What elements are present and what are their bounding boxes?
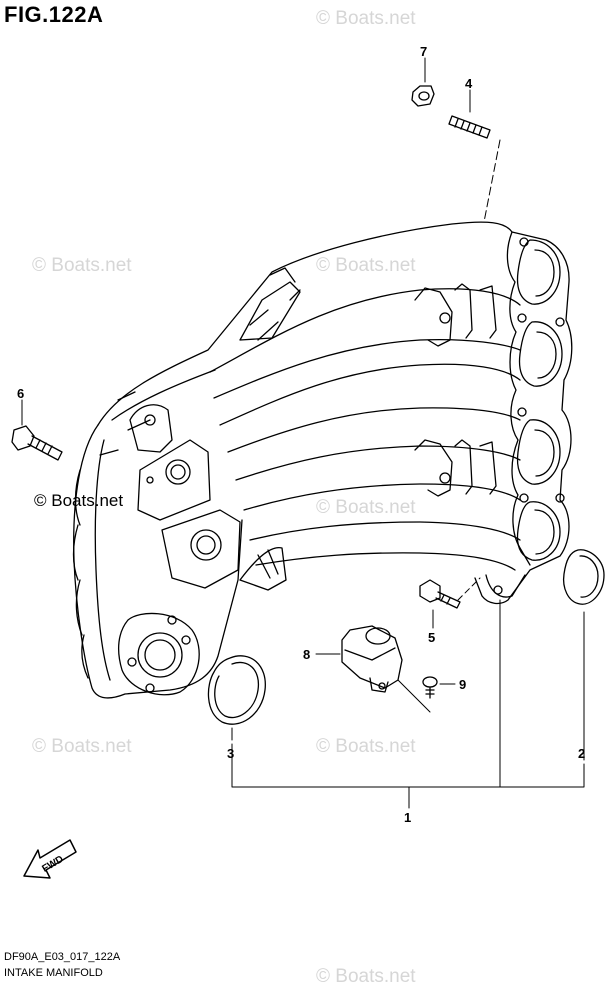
watermark: © Boats.net [316, 736, 416, 757]
sensor-part-8 [341, 625, 403, 693]
gasket-part-3 [207, 655, 266, 725]
callout-5: 5 [428, 630, 435, 645]
callout-9: 9 [459, 677, 466, 692]
callout-2: 2 [578, 746, 585, 761]
watermark: © Boats.net [316, 497, 416, 518]
callout-3: 3 [227, 746, 234, 761]
watermark: © Boats.net [316, 255, 416, 276]
bolt-part-6 [11, 425, 63, 461]
watermark: © Boats.net [34, 491, 124, 510]
watermark: © Boats.net [316, 8, 416, 29]
watermark: © Boats.net [32, 255, 132, 276]
callout-6: 6 [17, 386, 24, 401]
watermark: © Boats.net [316, 966, 416, 987]
screw-part-9 [422, 676, 438, 699]
figure-title: FIG.122A [4, 2, 104, 27]
fwd-label: FWD [40, 854, 65, 875]
intake-manifold [72, 221, 573, 699]
stud-bolt-part-4 [448, 115, 491, 139]
bolt-part-5 [419, 579, 461, 609]
figure-code: DF90A_E03_017_122A [4, 951, 121, 963]
callout-7: 7 [420, 44, 427, 59]
callout-1: 1 [404, 810, 411, 825]
nut-part-7 [411, 85, 435, 107]
callout-4: 4 [465, 76, 473, 91]
figure-name: INTAKE MANIFOLD [4, 967, 103, 979]
watermark: © Boats.net [32, 736, 132, 757]
fwd-arrow-icon [23, 839, 77, 879]
gasket-part-2 [562, 549, 605, 605]
callout-8: 8 [303, 647, 310, 662]
